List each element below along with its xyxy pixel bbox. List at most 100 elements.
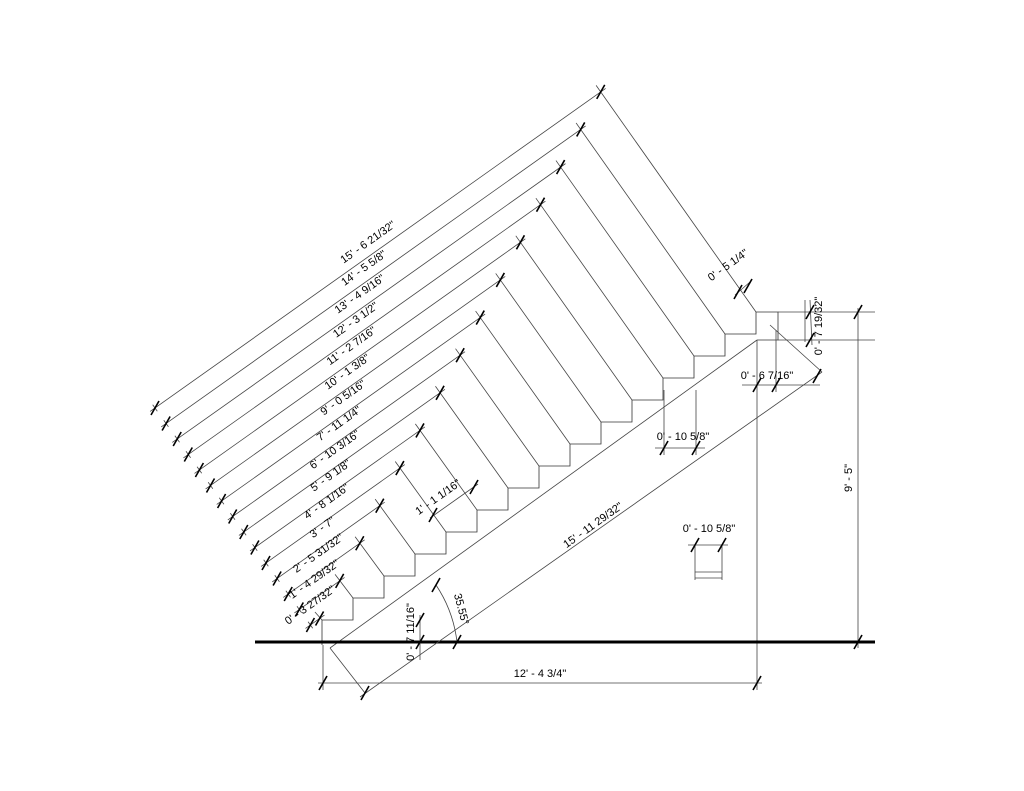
dimension-tick [305,617,316,633]
dimension-line [271,501,385,583]
dimension-line [283,539,365,598]
dimension-tick [161,416,171,431]
dimension-tick [314,611,325,626]
bottom-offset-label: 0' - 7 11/16" [405,603,417,661]
dimension-line [160,125,586,428]
dimension-tick [150,400,160,416]
dimension-tick [334,573,345,589]
dimension-tick [355,535,365,551]
dimension-tick [272,571,282,586]
dimension-tick [469,479,479,495]
dimension-tick [690,537,700,553]
dimension-tick [812,368,822,384]
dimension-tick [228,509,238,524]
extension-line [475,310,571,445]
nosing-top-label: 0' - 5 1/4" [706,247,751,284]
dimension-tick [853,634,863,650]
dimension-line [205,276,506,490]
dimension-tick [428,507,438,523]
dimension-tick [431,577,441,593]
dimension-tick [743,278,753,294]
dimension-tick [805,304,815,320]
dimension-tick [455,347,465,363]
dimension-line [429,483,479,519]
dimension-tick [205,478,216,493]
extension-line [515,235,633,401]
dimension-tick [360,685,370,701]
dimension-tick [752,675,762,691]
dimension-line [294,577,345,614]
dimension-tick [853,304,863,320]
dimension-tick [717,537,727,553]
stringer-dimension-line [359,371,823,698]
dimension-tick [283,586,293,602]
dimension-tick [495,272,506,288]
dimension-line [260,464,405,567]
dimension-tick [172,431,182,447]
dimension-tick [435,385,445,401]
dimension-tick [752,377,762,393]
extension-line [314,611,323,621]
stair-profile [321,311,779,645]
dimension-tick [452,634,462,650]
dimension-tick [250,540,260,555]
dimension-tick [415,634,425,650]
extension-line [535,197,664,379]
dimension-line [194,238,526,474]
extension-line [595,85,757,313]
extension-line [329,647,366,694]
landing-thickness-label: 0' - 7 19/32" [813,297,825,356]
total-run-label: 12' - 4 3/4" [514,668,567,680]
tread-run-detail-label: 0' - 10 5/8" [683,523,736,535]
extension-line [435,386,509,489]
dimension-tick [555,159,566,175]
dimension-tick [691,440,701,456]
extension-line [374,498,416,555]
dimension-tick [194,462,205,478]
extension-line [334,574,354,599]
dimension-line [227,351,466,521]
dimension-tick [596,84,606,100]
extension-line [495,273,602,423]
dimension-tick [805,332,815,348]
dimension-tick [576,122,586,137]
dimension-tick [771,377,781,393]
riser-dimension-label: 4' - 8 1/16" [302,482,352,522]
total-rise-label: 9' - 5" [843,464,855,492]
extension-line [394,461,447,533]
extension-line [555,160,695,357]
dimension-tick [415,612,425,628]
dimension-tick [659,440,669,456]
dimension-tick [415,423,425,438]
extension-line [415,423,478,511]
stringer-underside [329,339,758,649]
dimension-tick [535,197,546,213]
stringer-length-label: 15' - 11 29/32" [561,500,625,550]
dimension-tick [183,447,193,462]
dimension-line [172,163,566,443]
tread-run-top-label: 0' - 10 5/8" [657,431,710,443]
extension-line [575,122,726,335]
dimension-tick [475,310,485,325]
stair-angle-label: 35.55° [451,592,471,626]
dimension-tick [261,555,271,571]
dimension-tick [733,284,743,300]
dimension-tick [375,498,385,514]
dimension-tick [294,602,304,617]
dimension-line [238,389,446,536]
dimension-line [149,88,606,412]
dimension-tick [318,675,328,691]
dimension-line [249,426,426,552]
dimension-tick [395,460,405,476]
dimension-tick [515,234,526,250]
dimension-line [183,200,546,459]
dimension-tick [239,524,249,540]
extension-line [769,324,823,373]
dimension-tick [216,493,227,509]
dimension-line [216,313,486,505]
angle-arc [435,584,458,643]
dimension-line [305,614,325,629]
extension-line [455,348,540,467]
